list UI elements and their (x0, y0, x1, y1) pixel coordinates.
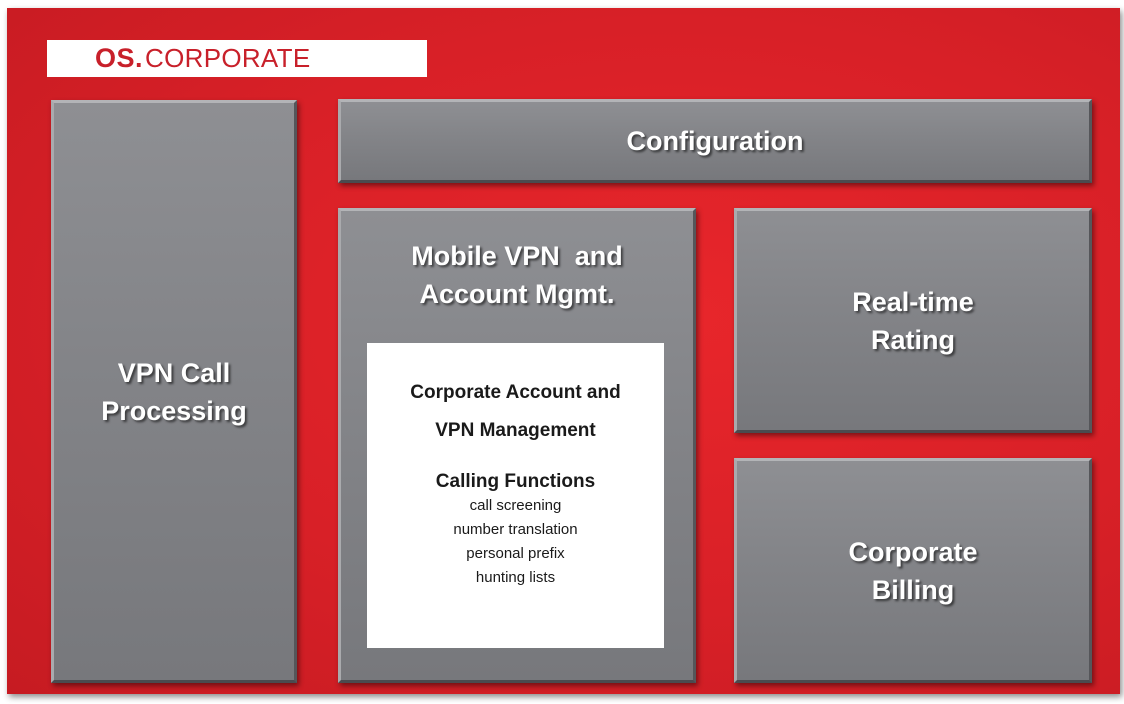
vpn-call-line1: VPN Call (117, 357, 231, 388)
calling-functions-title: Calling Functions (435, 471, 596, 492)
real-time-rating-box: Real-time Rating (734, 208, 1092, 433)
rating-line2: Rating (871, 324, 955, 355)
billing-line2: Billing (871, 574, 955, 605)
configuration-label: Configuration (626, 126, 804, 156)
logo: OS. CORPORATE (47, 40, 427, 77)
mobile-vpn-line1: Mobile VPN and (411, 241, 623, 271)
logo-name: CORPORATE (145, 43, 311, 73)
mobile-vpn-line2: Account Mgmt. (419, 279, 615, 309)
panel-heading-line1: Corporate Account and (410, 382, 621, 403)
rating-line1: Real-time (852, 286, 974, 317)
configuration-box: Configuration (338, 99, 1092, 183)
corporate-billing-box: Corporate Billing (734, 458, 1092, 683)
function-item: hunting lists (475, 569, 556, 586)
logo-prefix: OS. (95, 43, 144, 73)
vpn-call-line2: Processing (101, 395, 247, 426)
vpn-call-processing-box: VPN Call Processing (51, 100, 297, 683)
function-item: personal prefix (466, 545, 565, 562)
panel-heading-line2: VPN Management (435, 420, 596, 441)
function-item: number translation (453, 521, 578, 538)
function-item: call screening (469, 497, 562, 514)
account-management-panel: Corporate Account and VPN Management Cal… (367, 343, 664, 648)
billing-line1: Corporate (848, 536, 978, 567)
